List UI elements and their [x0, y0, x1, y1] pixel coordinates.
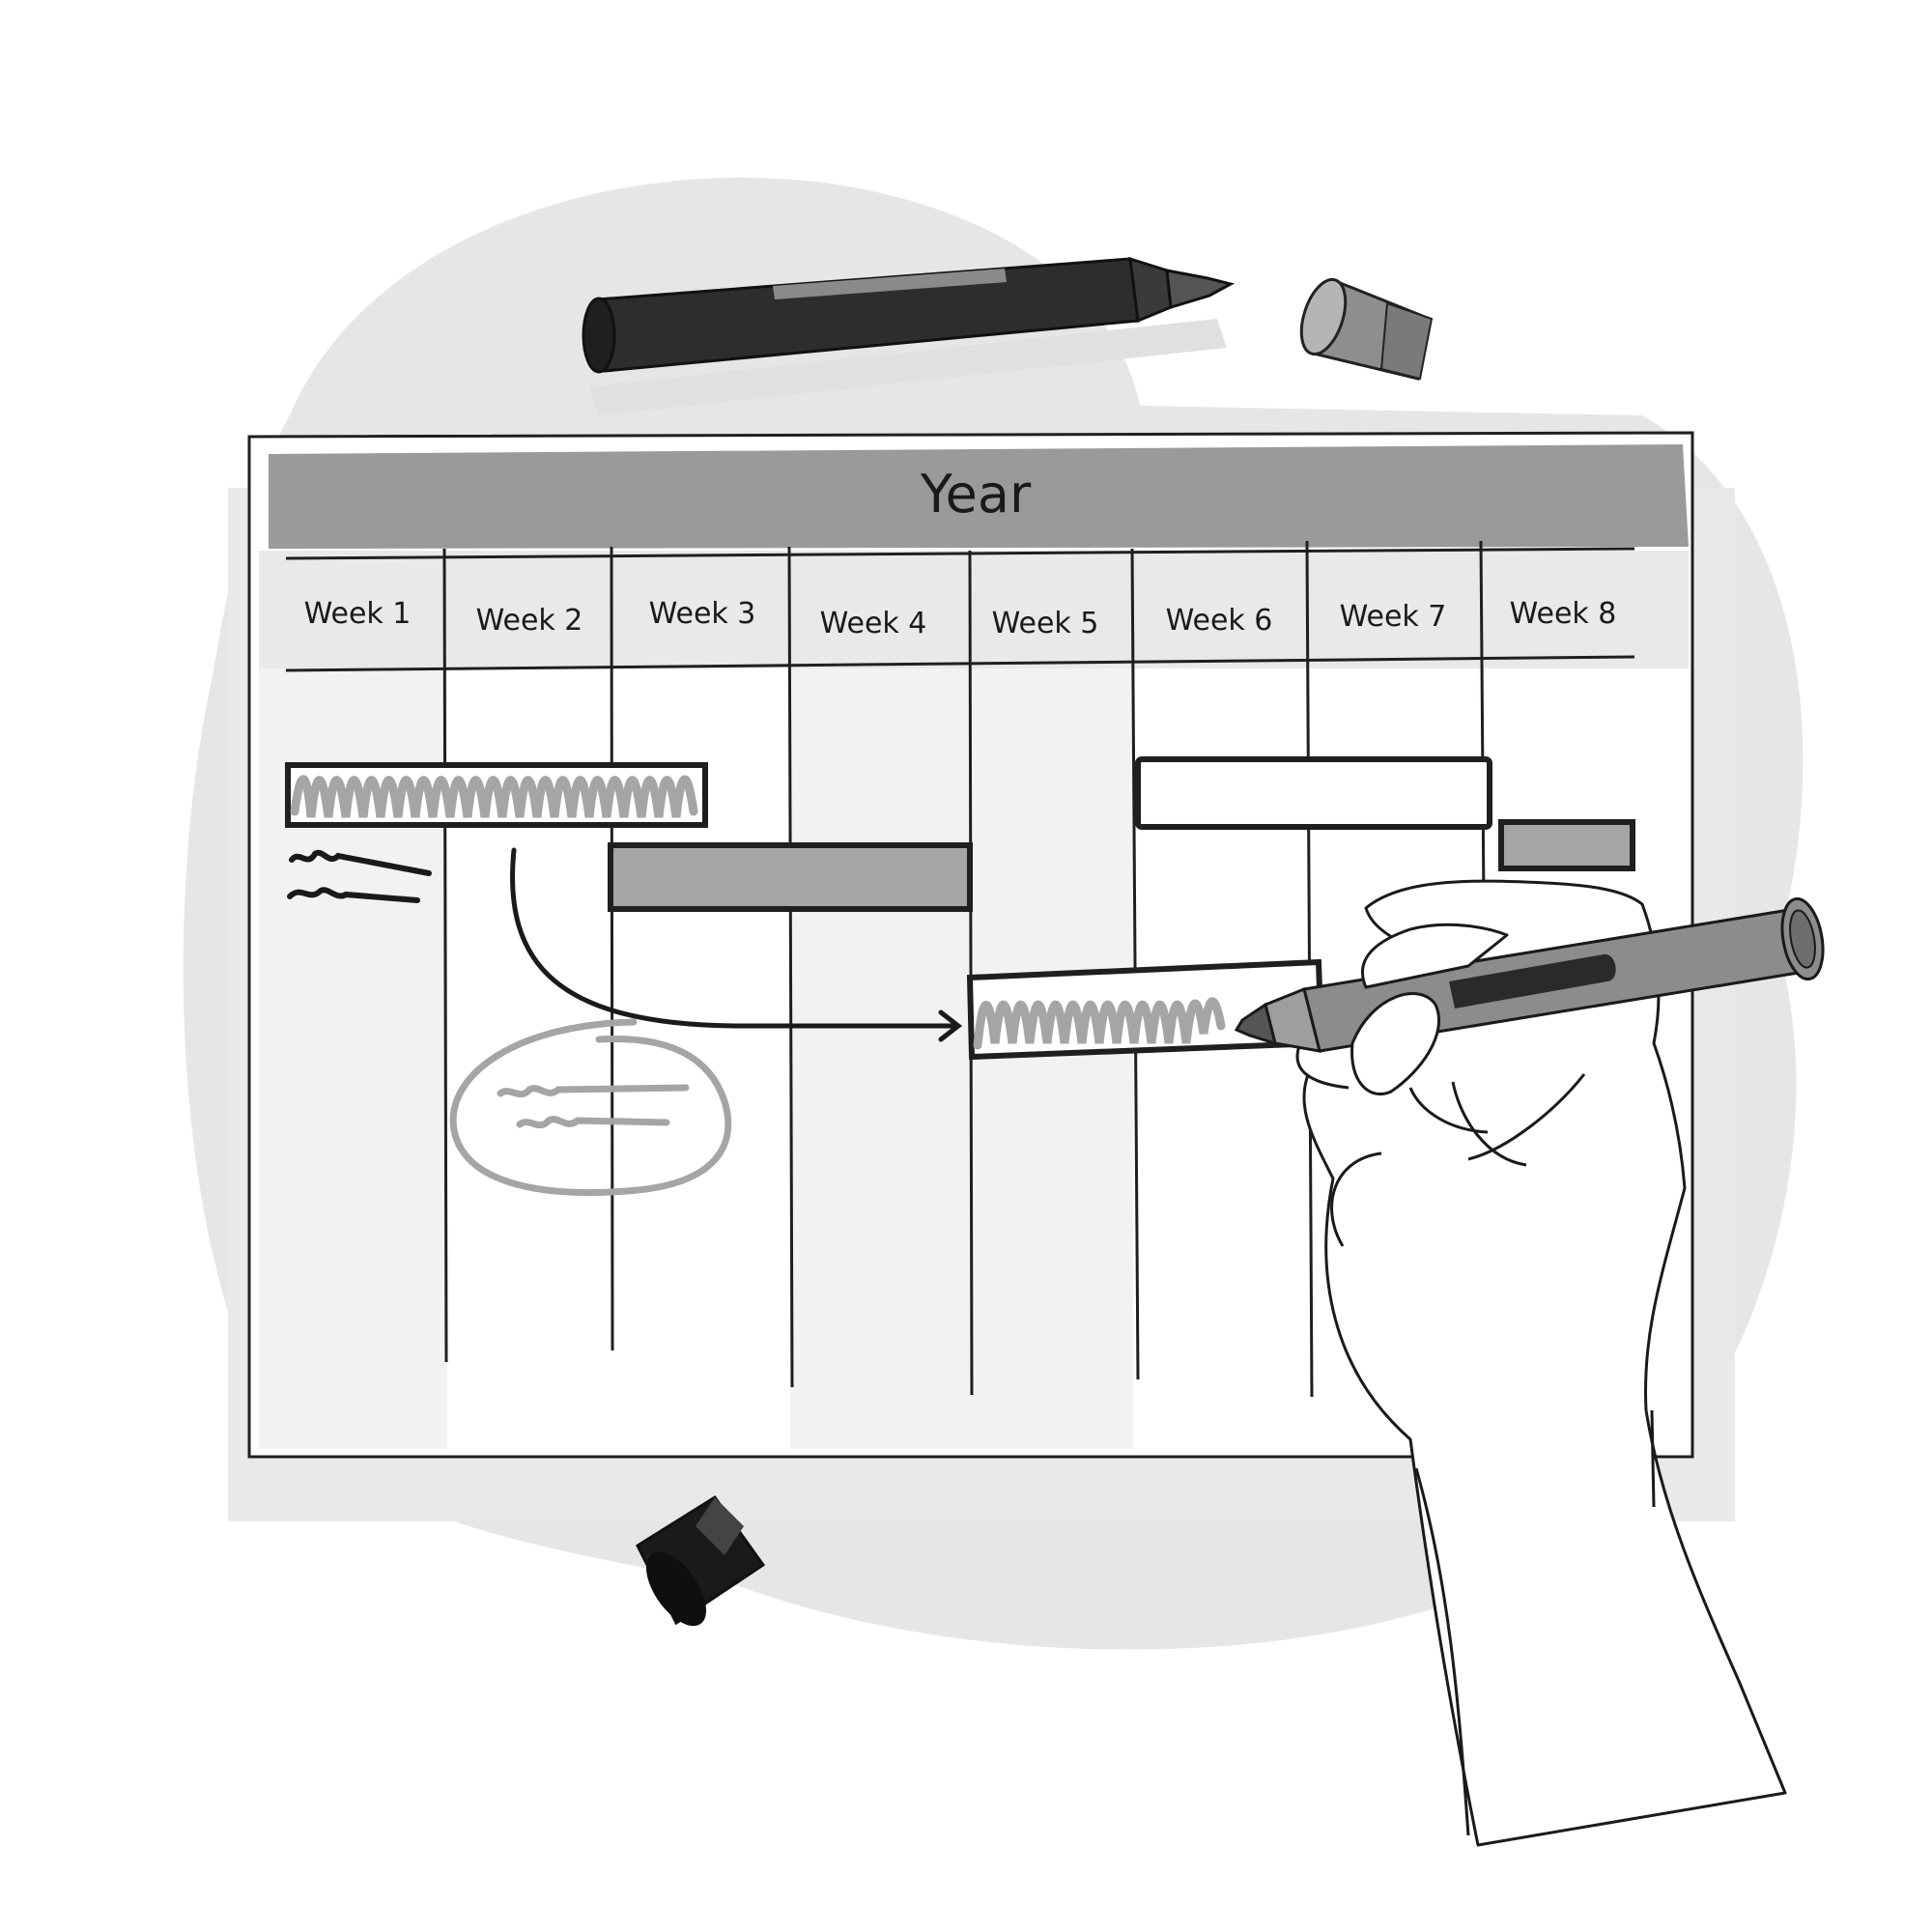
header-line-top: [285, 547, 1635, 560]
hand-fingers: [1350, 923, 1509, 1095]
dependency-arrow: [510, 847, 963, 1042]
week-label-4: Week 4: [820, 607, 927, 640]
handwritten-scribble: [287, 849, 432, 903]
week-label-7: Week 7: [1340, 600, 1447, 634]
column-shade: [790, 667, 969, 1449]
grey-marker-cap: [1299, 277, 1434, 381]
weeks-header-row: [259, 551, 1689, 668]
task-bar-small: [1498, 819, 1635, 871]
week-label-5: Week 5: [992, 607, 1099, 640]
task-bar-grey: [608, 842, 973, 912]
year-title: Year: [920, 464, 1032, 525]
week-label-8: Week 8: [1510, 597, 1617, 631]
year-header-band: [269, 444, 1689, 549]
week-label-1: Week 1: [304, 597, 412, 631]
black-marker: [582, 256, 1236, 374]
task-bar-white: [1135, 756, 1492, 830]
comment-bubble: [449, 1018, 732, 1197]
black-marker-cap: [636, 1494, 766, 1627]
week-label-3: Week 3: [649, 597, 756, 631]
week-label-6: Week 6: [1166, 604, 1273, 638]
marker-shadow: [589, 319, 1227, 415]
week-label-2: Week 2: [476, 604, 583, 638]
task-bar-scribbled: [285, 762, 708, 828]
header-line-bottom: [285, 655, 1635, 672]
